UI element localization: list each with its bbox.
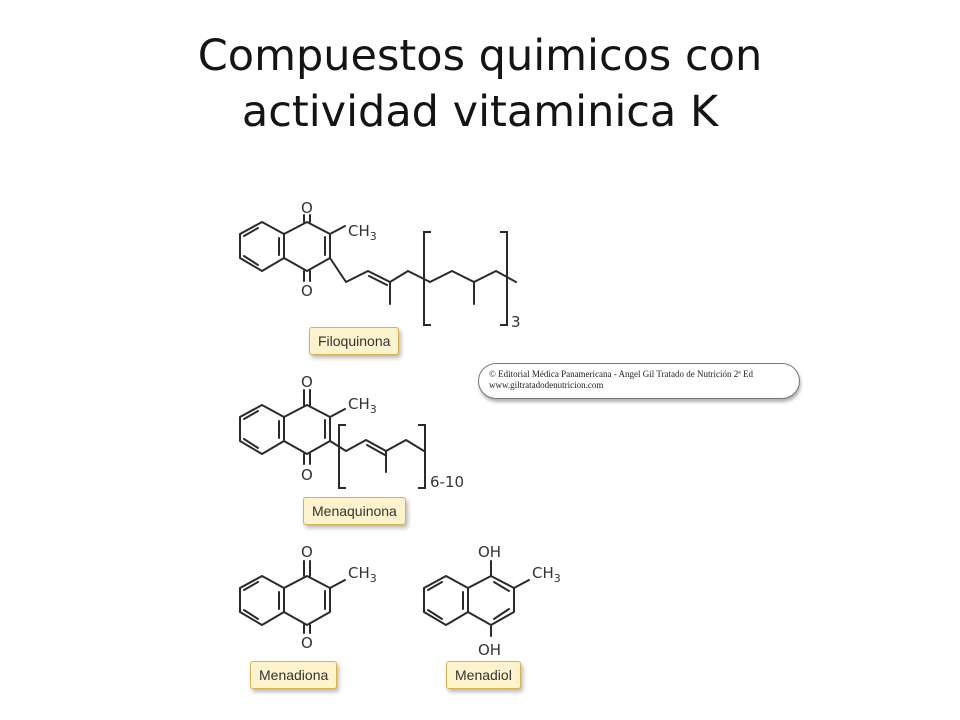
filoquinona-bracket-right	[500, 231, 508, 326]
menaquinona-bracket-left	[338, 424, 346, 489]
copyright-notice: © Editorial Médica Panamericana - Angel …	[478, 363, 800, 399]
filoquinona-repeat-count: 3	[511, 313, 521, 331]
menaquinona-quinone-ring	[283, 389, 346, 465]
menaquinona-methyl-label: CH3	[348, 395, 377, 416]
menaquinona-repeat-count: 6-10	[430, 473, 464, 491]
menaquinona-oxygen-bottom: O	[301, 466, 313, 484]
filoquinona-label: Filoquinona	[309, 327, 400, 355]
title-line-2: actividad vitaminica K	[241, 87, 719, 137]
menaquinona-structure: O O CH3 6-10	[239, 373, 464, 491]
menadiona-benzene-ring	[239, 575, 285, 626]
filoquinona-side-chain	[329, 257, 517, 305]
copyright-line-2: www.giltratadodenutricion.com	[489, 380, 604, 390]
filoquinona-oxygen-top: O	[301, 199, 313, 217]
menadiol-structure: OH OH CH3	[423, 543, 561, 659]
menaquinona-label: Menaquinona	[303, 497, 406, 525]
menadiol-second-ring	[467, 560, 530, 637]
menadiona-oxygen-bottom: O	[301, 634, 313, 652]
menadiona-label: Menadiona	[250, 661, 338, 689]
menadiol-methyl-label: CH3	[532, 564, 561, 585]
menadiol-hydroxyl-top: OH	[478, 543, 501, 561]
menaquinona-side-chain	[329, 439, 425, 473]
menadiol-hydroxyl-bottom: OH	[478, 641, 501, 659]
menadiona-methyl-label: CH3	[348, 564, 377, 585]
filoquinona-methyl-label: CH3	[348, 222, 377, 243]
filoquinona-quinone-ring	[283, 214, 346, 282]
menaquinona-bracket-right	[418, 424, 426, 489]
menaquinona-benzene-ring	[239, 404, 285, 455]
filoquinona-structure: O O CH3 3	[239, 199, 521, 331]
menaquinona-oxygen-top: O	[301, 373, 313, 391]
menadiona-oxygen-top: O	[301, 543, 313, 561]
menadiol-benzene-ring	[423, 575, 469, 626]
menadiona-quinone-ring	[283, 560, 346, 634]
menadiona-structure: O O CH3	[239, 543, 377, 652]
menadiol-label: Menadiol	[446, 661, 521, 689]
slide-title: Compuestos quimicos con actividad vitami…	[0, 28, 960, 140]
filoquinona-benzene-ring	[239, 221, 285, 272]
filoquinona-oxygen-bottom: O	[301, 282, 313, 300]
filoquinona-bracket-left	[423, 231, 431, 326]
copyright-line-1: © Editorial Médica Panamericana - Angel …	[489, 369, 754, 379]
title-line-1: Compuestos quimicos con	[197, 31, 763, 81]
